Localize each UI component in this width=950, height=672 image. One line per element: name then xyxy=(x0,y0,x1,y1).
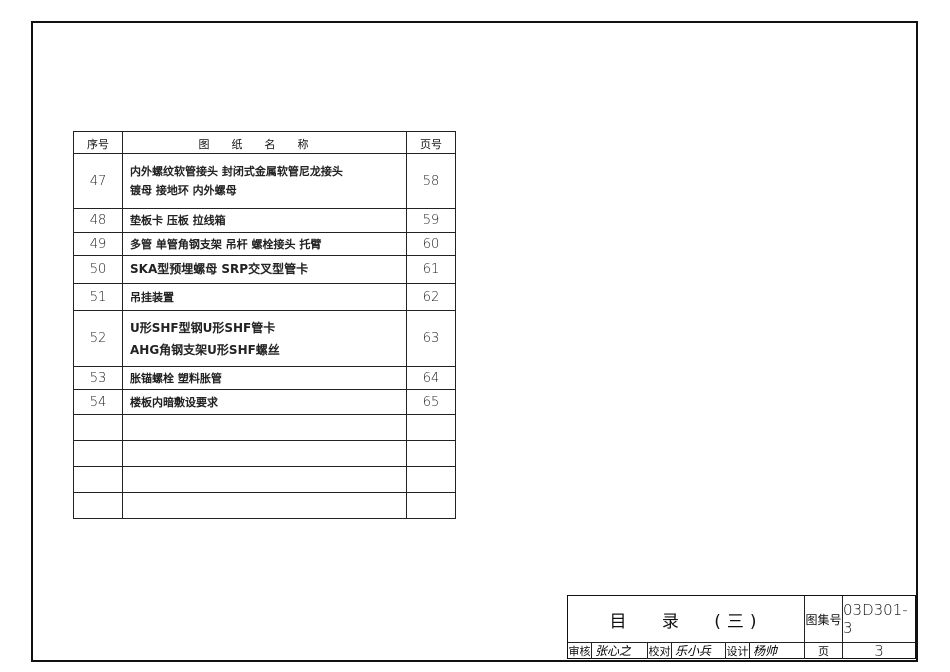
review-signature: 张心之 xyxy=(592,642,648,659)
row-name: 楼板内暗敷设要求 xyxy=(122,389,407,415)
row-page: 62 xyxy=(406,283,456,311)
design-signature: 杨帅 xyxy=(750,642,805,659)
row-page: 60 xyxy=(406,232,456,256)
table-row: 53 胀锚螺栓 塑料胀管 64 xyxy=(73,366,456,390)
row-name: SKA型预埋螺母 SRP交叉型管卡 xyxy=(122,255,407,284)
row-name-line: SKA型预埋螺母 SRP交叉型管卡 xyxy=(130,262,309,276)
row-page: 59 xyxy=(406,208,456,233)
table-header-row: 序号 图纸名称 页号 xyxy=(73,131,456,154)
check-label: 校对 xyxy=(648,642,672,659)
row-name-line: 楼板内暗敷设要求 xyxy=(130,395,218,409)
row-name: 吊挂装置 xyxy=(122,283,407,311)
page-label: 页 xyxy=(805,642,843,659)
empty-cell xyxy=(122,414,407,441)
row-page: 58 xyxy=(406,153,456,209)
row-no: 52 xyxy=(73,310,123,367)
row-page: 63 xyxy=(406,310,456,367)
title-block-divider xyxy=(568,642,915,643)
row-no: 51 xyxy=(73,283,123,311)
row-page: 61 xyxy=(406,255,456,284)
row-name: U形SHF型钢U形SHF管卡 AHG角钢支架U形SHF螺丝 xyxy=(122,310,407,367)
empty-cell xyxy=(406,492,456,519)
table-row-empty xyxy=(73,492,456,519)
row-name-line: U形SHF型钢U形SHF管卡 xyxy=(130,320,276,335)
table-row-empty xyxy=(73,440,456,467)
empty-cell xyxy=(122,492,407,519)
row-name-line: AHG角钢支架U形SHF螺丝 xyxy=(130,342,280,357)
row-no: 49 xyxy=(73,232,123,256)
table-row: 54 楼板内暗敷设要求 65 xyxy=(73,389,456,415)
atlas-number: 03D301-3 xyxy=(843,601,908,637)
row-name-line: 多管 单管角钢支架 吊杆 螺栓接头 托臂 xyxy=(130,237,322,251)
row-no: 50 xyxy=(73,255,123,284)
row-name: 垫板卡 压板 拉线箱 xyxy=(122,208,407,233)
row-no: 47 xyxy=(73,153,123,209)
drawing-border xyxy=(31,21,918,662)
check-signature: 乐小兵 xyxy=(672,642,726,659)
table-row: 50 SKA型预埋螺母 SRP交叉型管卡 61 xyxy=(73,255,456,284)
table-row: 47 内外螺纹软管接头 封闭式金属软管尼龙接头 镀母 接地环 内外螺母 58 xyxy=(73,153,456,209)
sheet-title: 目 录 (三) xyxy=(568,596,805,642)
empty-cell xyxy=(73,466,123,493)
row-name: 内外螺纹软管接头 封闭式金属软管尼龙接头 镀母 接地环 内外螺母 xyxy=(122,153,407,209)
row-name-line: 垫板卡 压板 拉线箱 xyxy=(130,214,226,227)
header-name: 图纸名称 xyxy=(122,131,407,154)
row-page: 64 xyxy=(406,366,456,390)
table-row: 52 U形SHF型钢U形SHF管卡 AHG角钢支架U形SHF螺丝 63 xyxy=(73,310,456,367)
table-row: 48 垫板卡 压板 拉线箱 59 xyxy=(73,208,456,233)
row-name-line: 内外螺纹软管接头 封闭式金属软管尼龙接头 xyxy=(130,165,343,178)
row-page: 65 xyxy=(406,389,456,415)
row-name-line: 胀锚螺栓 塑料胀管 xyxy=(130,371,222,385)
row-no: 53 xyxy=(73,366,123,390)
row-name-line: 吊挂装置 xyxy=(130,290,174,304)
empty-cell xyxy=(406,440,456,467)
review-label: 审核 xyxy=(568,642,592,659)
empty-cell xyxy=(406,414,456,441)
header-page: 页号 xyxy=(406,131,456,154)
table-row-empty xyxy=(73,466,456,493)
title-block: 目 录 (三) 图集号 03D301-3 审核 张心之 校对 乐小兵 设计 杨帅… xyxy=(567,595,916,660)
empty-cell xyxy=(73,492,123,519)
empty-cell xyxy=(406,466,456,493)
table-row: 51 吊挂装置 62 xyxy=(73,283,456,311)
table-row-empty xyxy=(73,414,456,441)
empty-cell xyxy=(73,440,123,467)
atlas-number-label: 图集号 xyxy=(805,596,843,642)
drawing-index-table: 序号 图纸名称 页号 47 内外螺纹软管接头 封闭式金属软管尼龙接头 镀母 接地… xyxy=(73,131,456,519)
row-no: 48 xyxy=(73,208,123,233)
row-name-line: 镀母 接地环 内外螺母 xyxy=(130,184,237,197)
design-label: 设计 xyxy=(726,642,750,659)
empty-cell xyxy=(73,414,123,441)
row-name: 多管 单管角钢支架 吊杆 螺栓接头 托臂 xyxy=(122,232,407,256)
empty-cell xyxy=(122,440,407,467)
header-no: 序号 xyxy=(73,131,123,154)
empty-cell xyxy=(122,466,407,493)
table-row: 49 多管 单管角钢支架 吊杆 螺栓接头 托臂 60 xyxy=(73,232,456,256)
row-name: 胀锚螺栓 塑料胀管 xyxy=(122,366,407,390)
page-number: 3 xyxy=(874,641,884,660)
row-no: 54 xyxy=(73,389,123,415)
